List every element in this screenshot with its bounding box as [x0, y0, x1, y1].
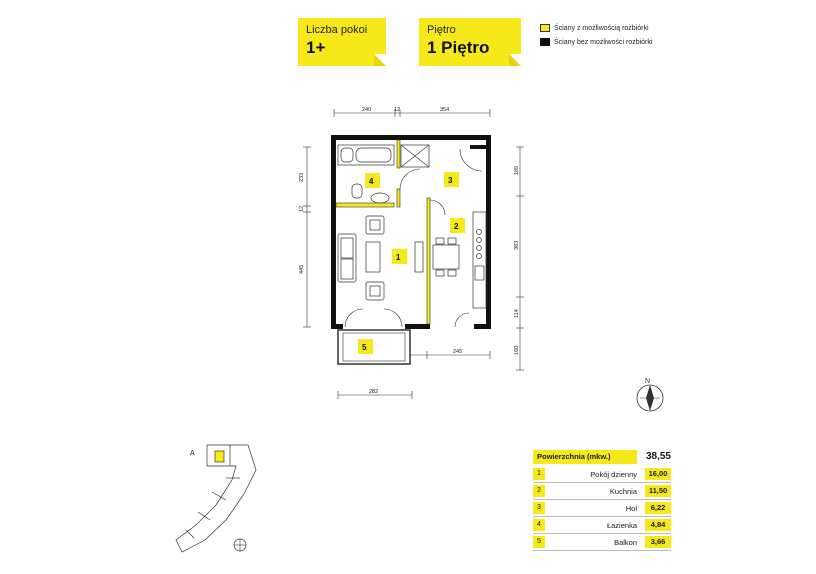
room-area: 16,00	[645, 468, 671, 480]
tag-fold-corner	[509, 54, 521, 66]
room-marker-label: 3	[448, 176, 453, 185]
dim-label: 445	[299, 265, 305, 274]
dim-label: 12	[394, 107, 400, 113]
room-area: 6,22	[645, 502, 671, 514]
removable-walls	[335, 139, 431, 325]
room-number: 1	[533, 468, 545, 480]
room-name: Hol	[625, 504, 637, 513]
room-area: 11,50	[645, 485, 671, 497]
room-marker-label: 4	[369, 177, 374, 186]
room-marker-4	[365, 173, 380, 188]
room-marker-5	[358, 339, 373, 354]
door-swings	[344, 148, 483, 328]
table-row: 3 Hol 6,22	[533, 500, 671, 517]
dim-label: 114	[514, 309, 520, 318]
dim-label: 12	[299, 206, 305, 212]
dim-label: 233	[299, 173, 305, 182]
room-name: Balkon	[614, 538, 637, 547]
site-compass	[233, 538, 247, 552]
room-marker-label: 1	[396, 253, 401, 262]
area-header-label: Powierzchnia (mkw.)	[533, 450, 637, 464]
dim-label: 185	[514, 166, 520, 175]
room-marker-label: 5	[362, 343, 367, 352]
living-room-furniture	[337, 215, 424, 301]
room-markers: 1 2 3 4 5	[358, 172, 465, 354]
floor-tag: Piętro 1 Piętro	[419, 18, 521, 66]
building-label: A	[190, 450, 195, 457]
compass-letter: N	[645, 378, 650, 385]
room-area: 3,66	[645, 536, 671, 548]
room-number: 5	[533, 536, 545, 548]
compass: N	[636, 378, 664, 412]
legend-swatch-yellow	[540, 24, 550, 33]
permanent-walls	[331, 135, 491, 329]
balcony	[337, 329, 411, 365]
dim-label: 354	[440, 107, 449, 113]
dim-label: 282	[369, 389, 378, 395]
dimension-lines	[303, 109, 524, 399]
dimension-labels: 240 12 354 233 12 445 185 383 114 160 35…	[299, 107, 520, 395]
room-marker-label: 2	[454, 222, 459, 231]
room-marker-3	[444, 172, 459, 187]
room-name: Łazienka	[606, 521, 637, 530]
legend-swatch-black	[540, 38, 550, 47]
room-marker-2	[450, 218, 465, 233]
rooms-count-tag: Liczba pokoi 1+	[298, 18, 386, 66]
area-table: Powierzchnia (mkw.) 38,55 1 Pokój dzienn…	[533, 448, 671, 551]
tag-fold-corner	[374, 54, 386, 66]
table-row: 2 Kuchnia 11,50	[533, 483, 671, 500]
dim-label: 383	[514, 241, 520, 250]
area-total: 38,55	[645, 451, 671, 462]
room-number: 4	[533, 519, 545, 531]
bathroom-fixtures	[337, 144, 430, 204]
table-row: 1 Pokój dzienny 16,00	[533, 466, 671, 483]
room-marker-1	[392, 249, 407, 264]
dim-label: 245	[453, 349, 462, 355]
site-plan	[175, 444, 257, 553]
table-row: 4 Łazienka 4,84	[533, 517, 671, 534]
legend-label: Ściany bez możliwości rozbiórki	[554, 39, 653, 46]
room-number: 3	[533, 502, 545, 514]
area-table-header: Powierzchnia (mkw.) 38,55	[533, 448, 671, 466]
rooms-count-label: Liczba pokoi	[306, 24, 368, 36]
legend-label: Ściany z możliwością rozbiórki	[554, 25, 649, 32]
kitchen-fixtures	[432, 211, 487, 309]
dim-label: 160	[514, 346, 520, 355]
legend-removable-walls: Ściany z możliwością rozbiórki	[540, 24, 649, 34]
room-number: 2	[533, 485, 545, 497]
room-name: Pokój dzienny	[590, 470, 637, 479]
legend-permanent-walls: Ściany bez możliwości rozbiórki	[540, 38, 652, 48]
rooms-count-value: 1+	[306, 38, 326, 57]
dim-label: 240	[362, 107, 371, 113]
room-name: Kuchnia	[609, 487, 637, 496]
room-area: 4,84	[645, 519, 671, 531]
table-row: 5 Balkon 3,66	[533, 534, 671, 551]
floor-label: Piętro	[427, 24, 456, 36]
floor-value: 1 Piętro	[427, 38, 490, 57]
